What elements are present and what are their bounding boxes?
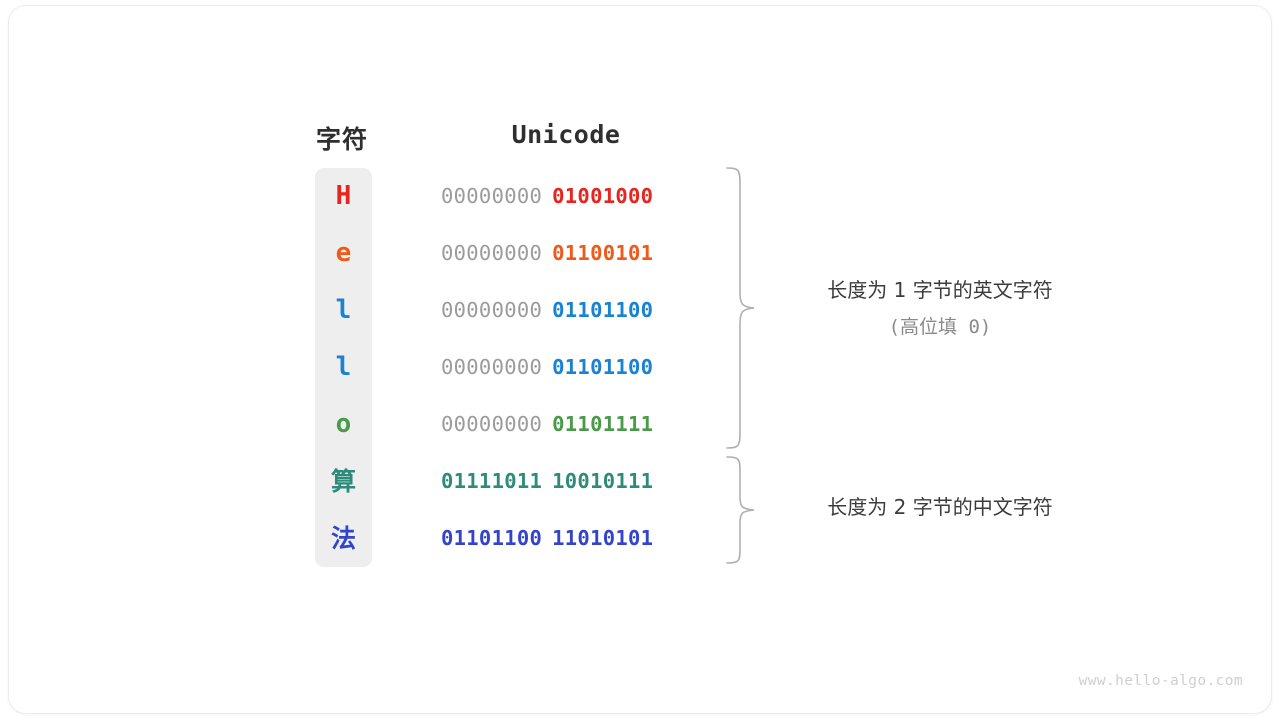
byte-separator bbox=[542, 225, 552, 282]
byte-separator bbox=[542, 510, 552, 567]
binary-low-byte: 01101100 bbox=[552, 298, 654, 322]
binary-high-byte: 01111011 bbox=[441, 469, 543, 493]
byte-separator bbox=[542, 396, 552, 453]
binary-row: 00000000 01001000 bbox=[441, 168, 701, 225]
binary-row: 00000000 01101100 bbox=[441, 282, 701, 339]
binary-high-byte: 00000000 bbox=[441, 355, 543, 379]
binary-low-byte: 01101111 bbox=[552, 412, 654, 436]
character-cell: o bbox=[335, 409, 352, 439]
binary-row: 00000000 01100101 bbox=[441, 225, 701, 282]
binary-high-byte: 00000000 bbox=[441, 298, 543, 322]
annotation-two-byte-line1: 长度为 2 字节的中文字符 bbox=[827, 495, 1053, 519]
binary-row: 01101100 11010101 bbox=[441, 510, 701, 567]
annotation-one-byte: 长度为 1 字节的英文字符 (高位填 0) bbox=[775, 272, 1105, 346]
byte-separator bbox=[542, 453, 552, 510]
watermark: www.hello-algo.com bbox=[1078, 673, 1243, 689]
binary-low-byte: 01100101 bbox=[552, 241, 654, 265]
binary-high-byte: 00000000 bbox=[441, 184, 543, 208]
binary-row: 01111011 10010111 bbox=[441, 453, 701, 510]
character-cell: l bbox=[335, 352, 352, 382]
character-cell: 法 bbox=[330, 524, 356, 553]
character-cell: H bbox=[335, 181, 352, 211]
binary-high-byte: 00000000 bbox=[441, 241, 543, 265]
column-header-character: 字符 bbox=[315, 126, 368, 154]
character-cell: 算 bbox=[330, 467, 356, 496]
byte-separator bbox=[542, 168, 552, 225]
binary-low-byte: 11010101 bbox=[552, 526, 654, 550]
byte-separator bbox=[542, 282, 552, 339]
binary-low-byte: 01101100 bbox=[552, 355, 654, 379]
binary-row: 00000000 01101111 bbox=[441, 396, 701, 453]
annotation-one-byte-line1: 长度为 1 字节的英文字符 bbox=[827, 278, 1053, 302]
annotation-one-byte-line2: (高位填 0) bbox=[888, 316, 992, 338]
brace-one-byte-group bbox=[726, 167, 755, 449]
binary-low-byte: 10010111 bbox=[552, 469, 654, 493]
binary-high-byte: 01101100 bbox=[441, 526, 543, 550]
column-header-unicode: Unicode bbox=[511, 120, 621, 149]
annotation-two-byte: 长度为 2 字节的中文字符 bbox=[775, 493, 1105, 521]
byte-separator bbox=[542, 339, 552, 396]
brace-two-byte-group bbox=[726, 456, 755, 564]
binary-high-byte: 00000000 bbox=[441, 412, 543, 436]
character-cell: l bbox=[335, 295, 352, 325]
binary-low-byte: 01001000 bbox=[552, 184, 654, 208]
binary-row: 00000000 01101100 bbox=[441, 339, 701, 396]
character-cell: e bbox=[335, 238, 352, 268]
